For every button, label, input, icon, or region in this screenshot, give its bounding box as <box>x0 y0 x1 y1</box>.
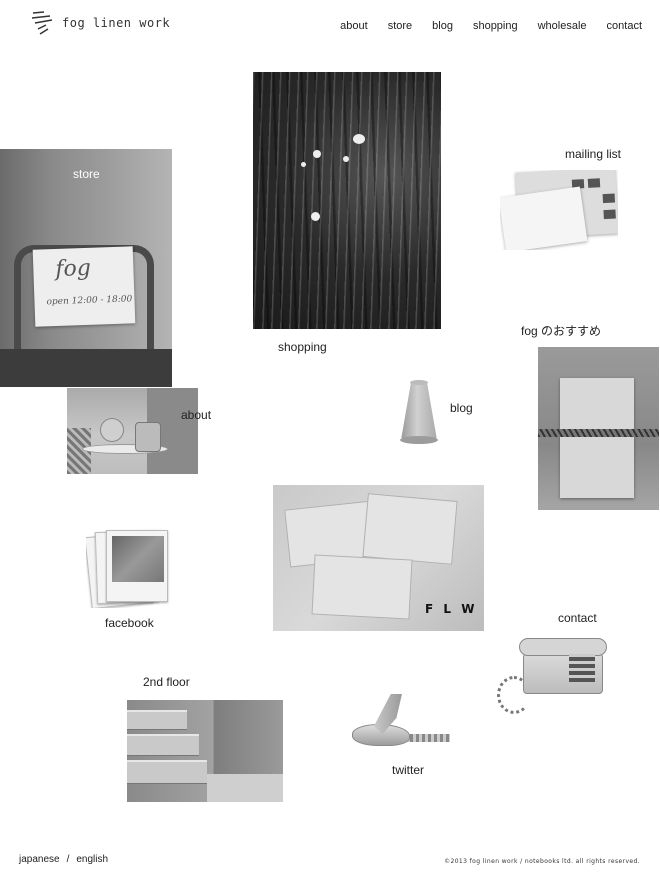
second-floor-photo[interactable] <box>127 700 283 802</box>
second-floor-label[interactable]: 2nd floor <box>143 675 190 689</box>
twitter-bird-photo[interactable] <box>350 692 452 756</box>
nav-shopping[interactable]: shopping <box>472 20 518 32</box>
store-sign-hours: open 12:00 - 18:00 <box>46 294 133 308</box>
language-switcher: japanese / english <box>19 854 108 865</box>
plate-shape <box>82 444 168 454</box>
store-sign-card: fog open 12:00 - 18:00 <box>32 246 136 327</box>
lang-japanese-link[interactable]: japanese <box>19 854 60 865</box>
shopping-label[interactable]: shopping <box>278 340 327 354</box>
blog-label[interactable]: blog <box>450 401 473 415</box>
nav-about[interactable]: about <box>340 20 368 32</box>
paint-spot <box>301 162 306 167</box>
twitter-label[interactable]: twitter <box>392 763 425 777</box>
phone-cord <box>497 676 531 714</box>
paint-spot <box>353 134 365 144</box>
logo-scribble-icon <box>31 11 53 35</box>
store-label[interactable]: store <box>73 167 100 181</box>
shopping-photo[interactable] <box>253 72 441 329</box>
table-shape <box>0 349 172 387</box>
recommend-label[interactable]: fog のおすすめ <box>521 324 602 338</box>
paint-spot <box>311 212 320 221</box>
mailing-list-photo[interactable] <box>500 170 618 250</box>
rosemary-twig <box>538 429 659 437</box>
recommend-photo[interactable] <box>538 347 659 510</box>
main-nav: about store blog shopping wholesale cont… <box>340 20 642 32</box>
envelope <box>311 554 413 620</box>
paint-spot <box>343 156 349 162</box>
copyright-text: ©2013 fog linen work / notebooks ltd. al… <box>444 858 640 865</box>
paint-spot <box>313 150 321 158</box>
nav-blog[interactable]: blog <box>432 20 453 32</box>
about-photo[interactable] <box>67 388 198 474</box>
contact-label[interactable]: contact <box>558 611 597 625</box>
store-sign-title: fog <box>54 255 92 282</box>
facebook-photo[interactable] <box>86 528 172 608</box>
postcard-front <box>500 186 588 250</box>
nav-contact[interactable]: contact <box>606 20 642 32</box>
facebook-label[interactable]: facebook <box>105 616 154 630</box>
about-label[interactable]: about <box>181 408 212 422</box>
blog-yarn-cone-photo[interactable] <box>398 378 440 445</box>
lang-separator: / <box>66 854 70 865</box>
store-photo[interactable]: fog open 12:00 - 18:00 <box>0 149 172 387</box>
polaroid <box>106 530 168 602</box>
nav-store[interactable]: store <box>387 20 413 32</box>
nav-wholesale[interactable]: wholesale <box>537 20 587 32</box>
flw-mark: F L W <box>425 602 478 616</box>
mailing-list-label[interactable]: mailing list <box>565 147 622 161</box>
apple-shape <box>100 418 124 442</box>
linen-package <box>560 378 634 498</box>
phone-handset <box>519 638 607 656</box>
logo-text: fog linen work <box>62 16 171 30</box>
flw-photo[interactable]: F L W <box>273 485 484 631</box>
lang-english-link[interactable]: english <box>76 854 109 865</box>
envelope <box>362 493 458 565</box>
site-logo[interactable]: fog linen work <box>30 10 170 36</box>
jar-shape <box>135 422 161 452</box>
phone-keypad <box>569 654 595 682</box>
contact-phone-photo[interactable] <box>497 636 608 716</box>
